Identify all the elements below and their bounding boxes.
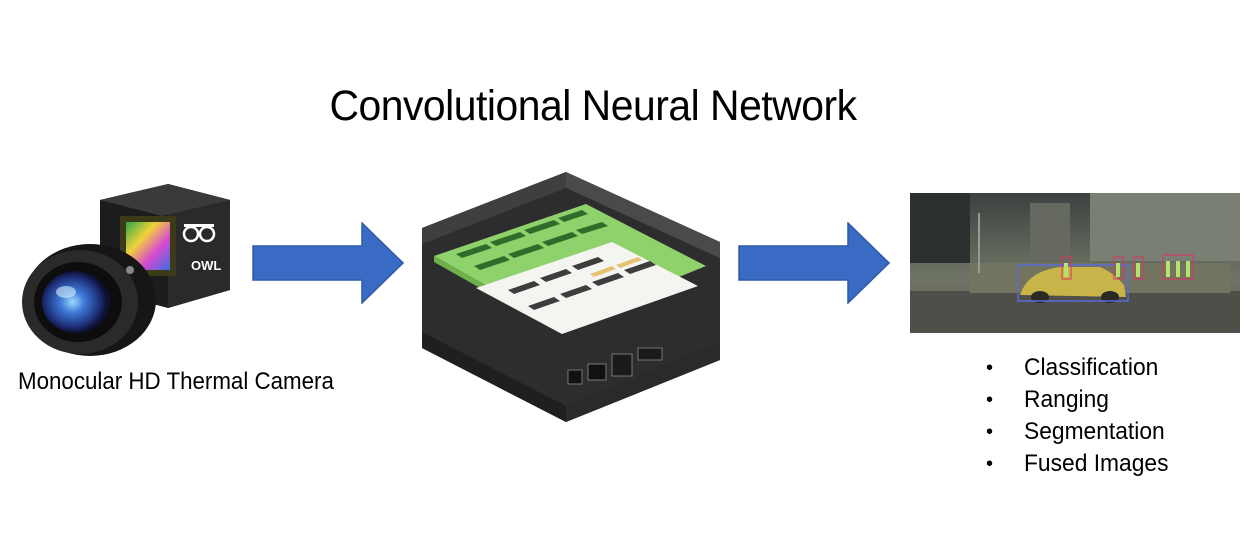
list-item: • Ranging — [980, 384, 1176, 416]
output-label: Ranging — [1024, 386, 1109, 413]
camera-caption: Monocular HD Thermal Camera — [18, 368, 334, 395]
list-item: • Classification — [980, 352, 1176, 384]
output-list: • Classification • Ranging • Segmentatio… — [980, 352, 1176, 480]
thermal-output-image — [910, 193, 1240, 333]
bullet-icon: • — [986, 388, 994, 411]
output-label: Fused Images — [1024, 450, 1169, 477]
bullet-icon: • — [986, 356, 994, 379]
output-label: Segmentation — [1024, 418, 1165, 445]
camera-logo: OWL — [191, 258, 221, 273]
page-title: Convolutional Neural Network — [329, 82, 857, 130]
right-arrow-icon — [252, 221, 405, 309]
thermal-camera-icon: OWL — [8, 178, 258, 358]
right-arrow-icon — [738, 221, 891, 309]
list-item: • Segmentation — [980, 416, 1176, 448]
bullet-icon: • — [986, 420, 994, 443]
bullet-icon: • — [986, 452, 994, 475]
output-label: Classification — [1024, 354, 1159, 381]
list-item: • Fused Images — [980, 448, 1176, 480]
ai-compute-module-icon — [416, 170, 722, 422]
